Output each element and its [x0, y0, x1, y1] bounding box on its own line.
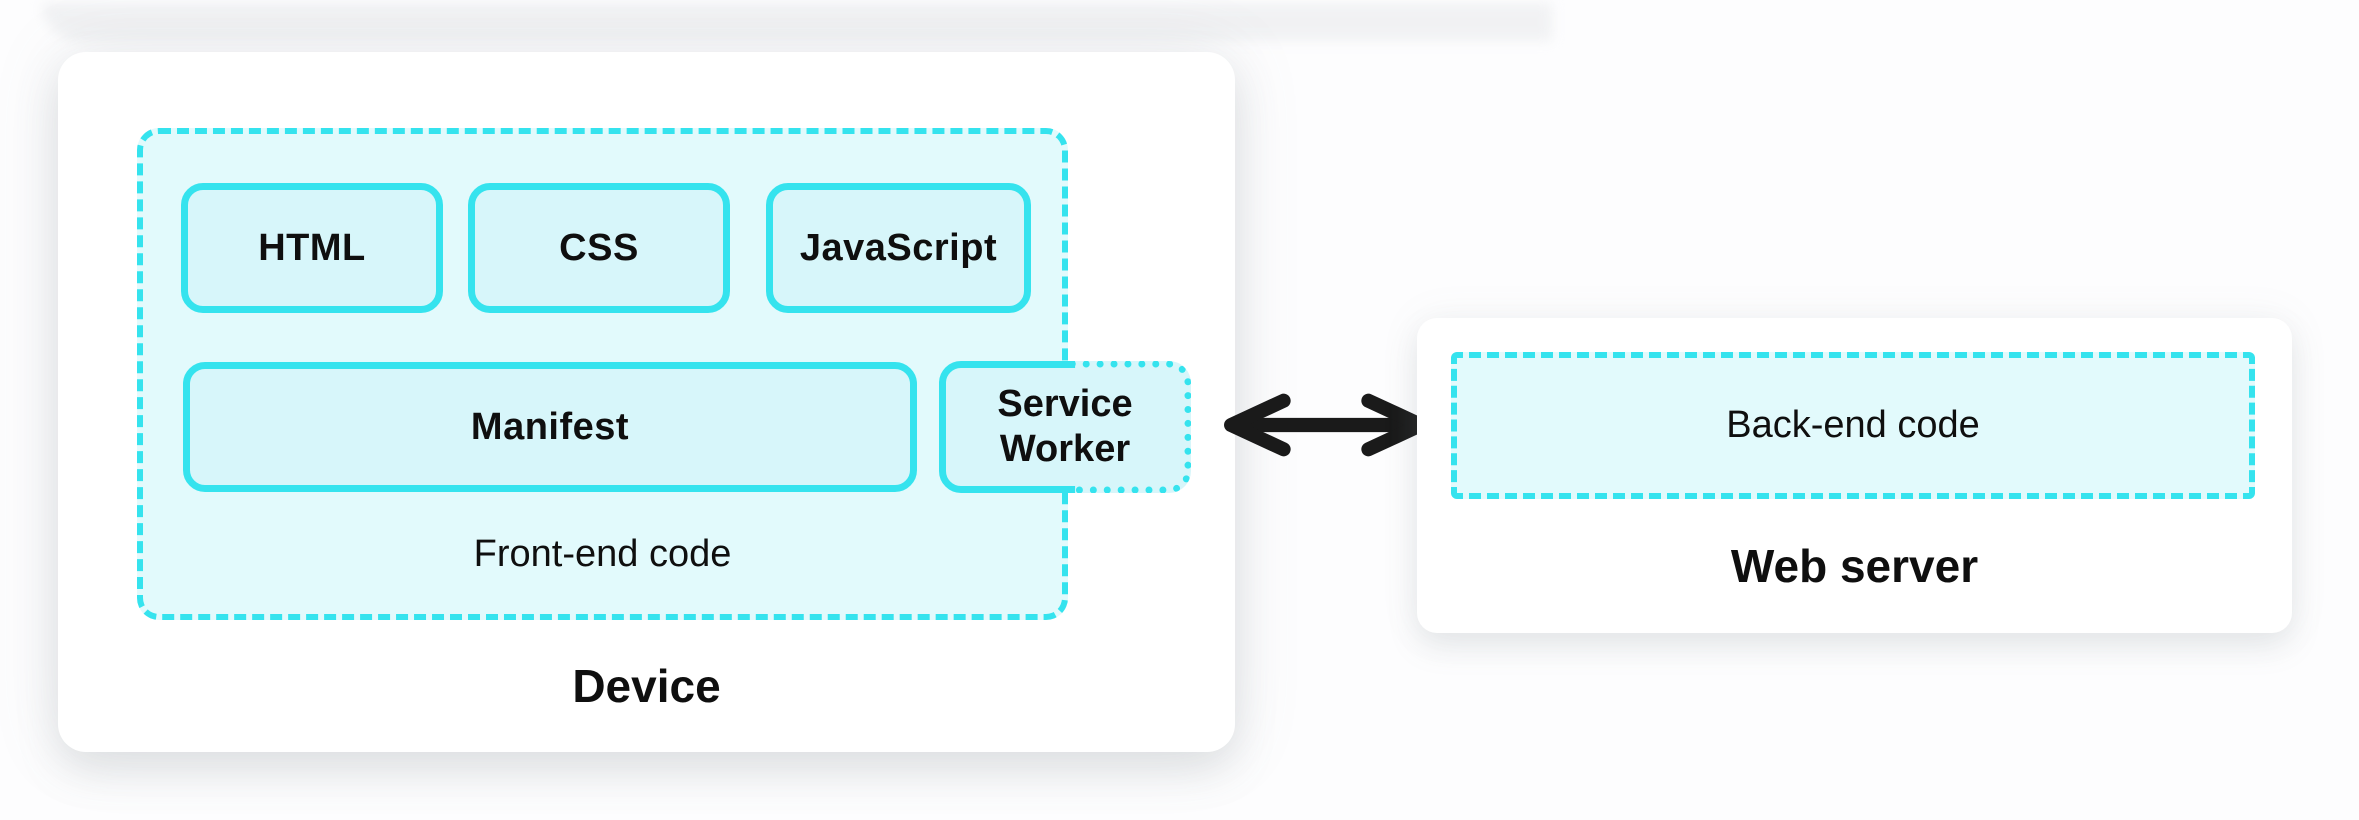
html-box: HTML	[181, 183, 443, 313]
web-server-card: Back-end code Web server	[1417, 318, 2292, 633]
web-server-label: Web server	[1730, 540, 1979, 592]
device-label: Device	[572, 660, 721, 712]
service-worker-box-label: Service Worker	[997, 383, 1133, 470]
backend-code-container: Back-end code	[1451, 352, 2255, 499]
service-worker-box: Service Worker	[939, 361, 1191, 493]
background-shadow-band	[42, 3, 1552, 41]
device-card: HTML CSS JavaScript Manifest Service Wor…	[58, 52, 1235, 752]
css-box-label: CSS	[559, 226, 639, 269]
service-worker-box-solid-border	[939, 361, 1076, 493]
javascript-box: JavaScript	[766, 183, 1031, 313]
service-worker-box-dotted-border	[1075, 361, 1191, 493]
manifest-box-label: Manifest	[470, 405, 630, 448]
backend-code-label: Back-end code	[1726, 404, 1980, 446]
css-box: CSS	[468, 183, 730, 313]
service-worker-box-background	[939, 361, 1191, 493]
manifest-box: Manifest	[183, 362, 917, 492]
html-box-label: HTML	[258, 226, 366, 269]
javascript-box-label: JavaScript	[799, 226, 998, 269]
bidirectional-arrow-icon	[1224, 393, 1428, 457]
frontend-code-label: Front-end code	[473, 532, 732, 575]
frontend-code-container: HTML CSS JavaScript Manifest Service Wor…	[137, 128, 1191, 620]
